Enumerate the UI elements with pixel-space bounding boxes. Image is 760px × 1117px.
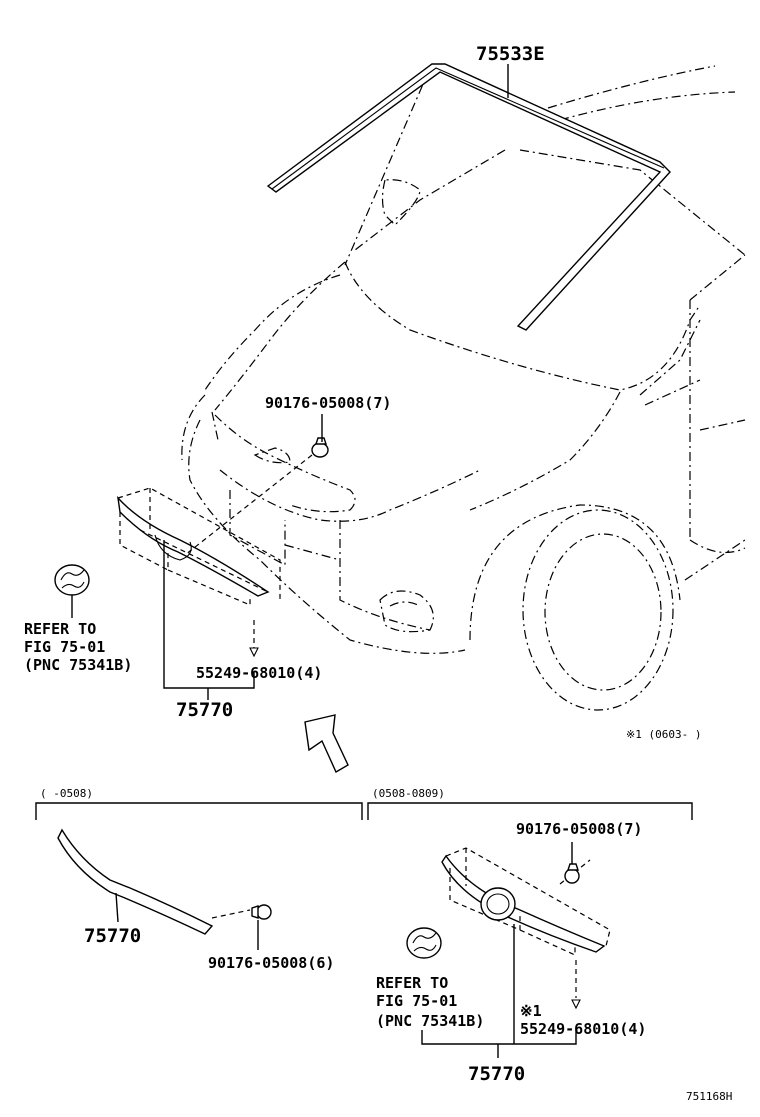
label-clip-top: 90176-05008(7) (265, 394, 391, 412)
right-variant-bracket (367, 802, 693, 820)
label-emblem-ref-right-3: (PNC 75341B) (376, 1012, 484, 1030)
grille-emblem-icon (480, 887, 516, 921)
label-emblem-ref-top-1: REFER TO (24, 620, 96, 638)
label-emblem-ref-top-3: (PNC 75341B) (24, 656, 132, 674)
top-grille-assembly (116, 437, 329, 700)
screw-right-icon (571, 960, 581, 1010)
label-grille-left: 75770 (84, 925, 141, 947)
right-grille-part (421, 842, 611, 1058)
car-body-outline (181, 65, 746, 711)
screw-top-icon (249, 620, 259, 658)
emblem-right-icon (406, 927, 442, 959)
left-grille-part (57, 828, 272, 950)
label-clip-right: 90176-05008(7) (516, 820, 642, 838)
label-windshield-molding: 75533E (476, 43, 545, 65)
label-note-mark: ※1 (520, 1002, 542, 1020)
label-clip-left: 90176-05008(6) (208, 954, 334, 972)
label-emblem-ref-right-2: FIG 75-01 (376, 992, 457, 1010)
label-screw-right: 55249-68010(4) (520, 1020, 646, 1038)
label-grille-right: 75770 (468, 1063, 525, 1085)
label-screw-top: 55249-68010(4) (196, 664, 322, 682)
left-variant-bracket (35, 802, 363, 820)
windshield-molding-part (266, 63, 671, 331)
label-grille-top: 75770 (176, 699, 233, 721)
label-emblem-ref-right-1: REFER TO (376, 974, 448, 992)
label-emblem-ref-top-2: FIG 75-01 (24, 638, 105, 656)
label-note-range: ※1 (0603- ) (626, 728, 701, 741)
clip-left-icon (251, 904, 272, 920)
view-arrow-icon (304, 714, 349, 773)
label-range-left: ( -0508) (40, 787, 93, 800)
clip-right-icon (564, 863, 580, 884)
label-range-right: (0508-0809) (372, 787, 445, 800)
emblem-top-icon (54, 564, 90, 618)
clip-top-icon (311, 437, 329, 458)
label-figure-id: 751168H (686, 1090, 732, 1103)
